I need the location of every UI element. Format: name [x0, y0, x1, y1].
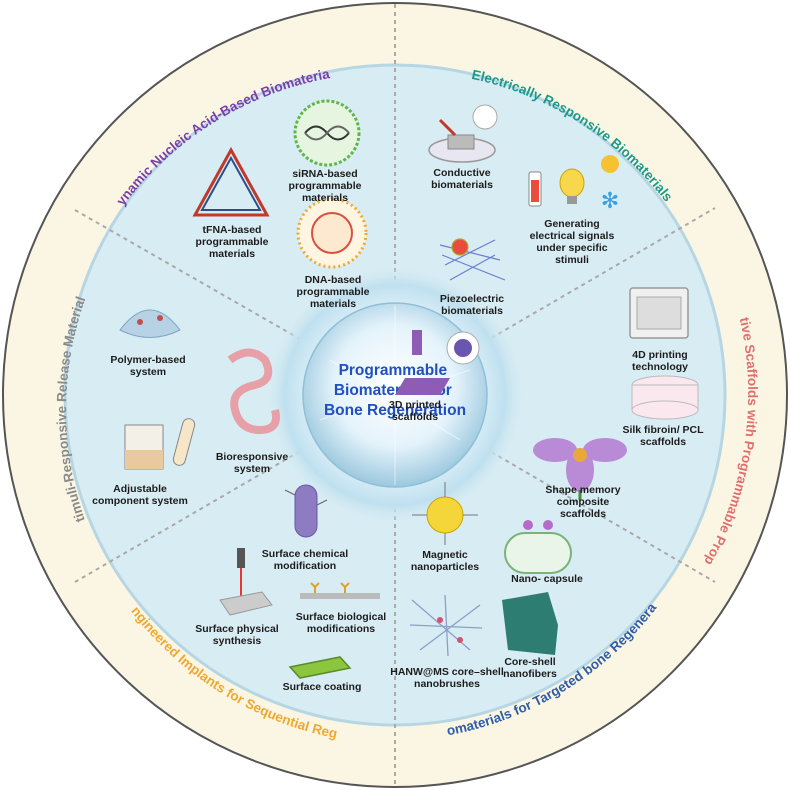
silk-fibroin-scaffold-icon: [631, 375, 699, 420]
label-line: electrical signals: [530, 230, 615, 242]
label-line: modification: [274, 560, 336, 572]
chemical-modification-icon: [284, 484, 328, 538]
piezoelectric-icon: [439, 238, 506, 281]
label-line: scaffolds: [392, 411, 438, 423]
label-line: modifications: [307, 623, 375, 635]
4d-printer-icon: [629, 287, 689, 339]
label-line: materials: [209, 248, 255, 260]
beaker-tube-icon: [124, 418, 196, 470]
label-line: nanobrushes: [414, 678, 480, 690]
polymer-network-icon: [119, 309, 181, 338]
tfna-icon: [192, 146, 270, 217]
nanofiber-mat-icon: [502, 592, 558, 655]
nanocapsule-icon: [504, 520, 572, 574]
nanocapsule-label: Nano- capsule: [511, 573, 583, 585]
label-line: component system: [92, 495, 188, 507]
label-line: programmable: [297, 286, 370, 298]
laser-synthesis-icon: [219, 548, 273, 616]
surface-coating-icon: [288, 656, 352, 679]
label-line: scaffolds: [640, 436, 686, 448]
label-line: programmable: [289, 180, 362, 192]
label-line: materials: [310, 298, 356, 310]
digestive-system-icon: [227, 348, 280, 435]
coating-label: Surface coating: [283, 681, 362, 693]
shape-memory-flower-icon: [533, 438, 627, 500]
biological-modification-icon: [300, 582, 380, 599]
label-line: technology: [632, 361, 688, 373]
conductive-icon: [428, 104, 498, 163]
nanobrush-mesh-icon: [409, 594, 483, 657]
magnetic-nanoparticle-icon: [412, 482, 478, 545]
svg-text:✻: ✻: [601, 189, 619, 214]
label-line: biomaterials: [431, 179, 493, 191]
sirna-icon: [293, 99, 361, 167]
label-line: biomaterials: [441, 305, 503, 317]
label-line: system: [234, 463, 270, 475]
3d-printing-icon: [395, 330, 480, 395]
label-line: nanofibers: [503, 668, 557, 680]
label-line: nanoparticles: [411, 561, 479, 573]
label-line: composite: [557, 496, 610, 508]
label-line: synthesis: [213, 635, 262, 647]
label-line: materials: [302, 192, 348, 204]
label-line: scaffolds: [560, 508, 606, 520]
stimuli-symbols-icon: ✻: [528, 155, 619, 214]
label-line: programmable: [196, 236, 269, 248]
dna-nanoparticle-icon: [296, 197, 368, 269]
label-line: stimuli: [555, 254, 589, 266]
label-line: under specific: [536, 242, 607, 254]
label-line: system: [130, 366, 166, 378]
